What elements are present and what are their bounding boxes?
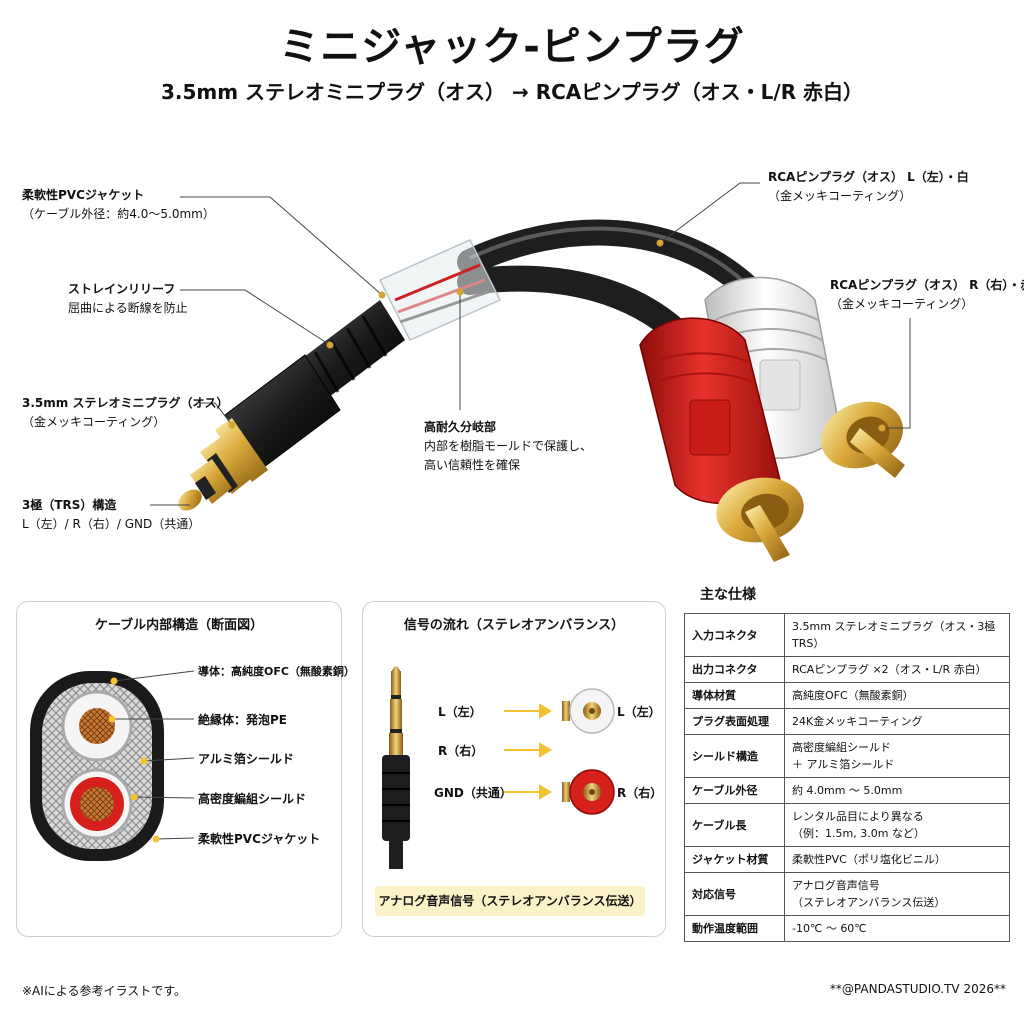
- callout-jacket: 柔軟性PVCジャケット （ケーブル外径：約4.0〜5.0mm）: [22, 188, 215, 221]
- label-foil-shield: アルミ箔シールド: [198, 752, 294, 766]
- flow-output-left: L（左）: [617, 705, 661, 719]
- spec-row: ケーブル外径約 4.0mm 〜 5.0mm: [684, 777, 1010, 804]
- spec-value: -10℃ 〜 60℃: [784, 915, 1010, 942]
- flow-output-right: R（右）: [617, 786, 663, 800]
- spec-value: 柔軟性PVC（ポリ塩化ビニル）: [784, 846, 1010, 873]
- spec-value: 3.5mm ステレオミニプラグ（オス・3極 TRS）: [784, 613, 1010, 657]
- flow-rca-white: [562, 688, 615, 734]
- spec-row: 導体材質高純度OFC（無酸素銅）: [684, 682, 1010, 709]
- spec-key: 動作温度範囲: [684, 915, 785, 942]
- spec-row: シールド構造高密度編組シールド ＋ アルミ箔シールド: [684, 734, 1010, 778]
- rca-plug-red: [639, 317, 804, 562]
- spec-key: ケーブル長: [684, 803, 785, 847]
- label-conductor: 導体：高純度OFC（無酸素銅）: [198, 665, 355, 678]
- cable-white-branch: [457, 219, 773, 313]
- cross-section-diagram: [30, 670, 195, 861]
- spec-row: ジャケット材質柔軟性PVC（ポリ塩化ビニル）: [684, 846, 1010, 873]
- signal-flow-diagram: [382, 666, 615, 869]
- spec-title: 主な仕様: [700, 587, 756, 603]
- callout-splitter: 高耐久分岐部 内部を樹脂モールドで保護し、 高い信頼性を確保: [424, 420, 593, 472]
- label-insulator: 絶縁体：発泡PE: [198, 713, 287, 727]
- mini-plug: [178, 354, 341, 511]
- spec-value: アナログ音声信号 （ステレオアンバランス伝送）: [784, 872, 1010, 916]
- spec-key: シールド構造: [684, 734, 785, 778]
- label-braid-shield: 高密度編組シールド: [198, 792, 307, 806]
- spec-key: ジャケット材質: [684, 846, 785, 873]
- cable-illustration: [150, 182, 911, 562]
- page-title: ミニジャック-ピンプラグ: [279, 24, 745, 70]
- conductor-white: [79, 708, 115, 744]
- spec-value: RCAピンプラグ ×2（オス・L/R 赤白）: [784, 656, 1010, 683]
- spec-value: 24K金メッキコーティング: [784, 708, 1010, 735]
- flow-input-right: R（右）: [438, 744, 484, 758]
- callout-rca-left: RCAピンプラグ（オス） L（左）・白 （金メッキコーティング）: [768, 170, 969, 203]
- spec-key: ケーブル外径: [684, 777, 785, 804]
- credit: **@PANDASTUDIO.TV 2026**: [829, 982, 1006, 996]
- page-subtitle: 3.5mm ステレオミニプラグ（オス） → RCAピンプラグ（オス・L/R 赤白…: [160, 80, 864, 104]
- spec-value: 高純度OFC（無酸素銅）: [784, 682, 1010, 709]
- splitter-molding: [378, 239, 502, 341]
- cross-section-title: ケーブル内部構造（断面図）: [94, 618, 264, 633]
- conductor-red: [80, 787, 114, 821]
- spec-value: 高密度編組シールド ＋ アルミ箔シールド: [784, 734, 1010, 778]
- flow-mini-plug: [382, 666, 410, 869]
- strain-relief: [300, 300, 405, 400]
- callout-trs: 3極（TRS）構造 L（左）/ R（右）/ GND（共通）: [22, 498, 201, 531]
- spec-value: レンタル品目により異なる （例：1.5m, 3.0m など）: [784, 803, 1010, 847]
- spec-key: 導体材質: [684, 682, 785, 709]
- spec-row: 対応信号アナログ音声信号 （ステレオアンバランス伝送）: [684, 872, 1010, 916]
- spec-key: 出力コネクタ: [684, 656, 785, 683]
- signal-flow-panel: 信号の流れ（ステレオアンバランス）: [362, 601, 666, 937]
- spec-key: プラグ表面処理: [684, 708, 785, 735]
- spec-row: 動作温度範囲-10℃ 〜 60℃: [684, 915, 1010, 942]
- spec-key: 対応信号: [684, 872, 785, 916]
- spec-value: 約 4.0mm 〜 5.0mm: [784, 777, 1010, 804]
- flow-banner: アナログ音声信号（ステレオアンバランス伝送）: [375, 886, 645, 916]
- callout-rca-right: RCAピンプラグ（オス） R（右）・赤 （金メッキコーティング）: [830, 278, 1024, 311]
- footnote: ※AIによる参考イラストです。: [22, 984, 187, 998]
- spec-key: 入力コネクタ: [684, 613, 785, 657]
- signal-flow-title: 信号の流れ（ステレオアンバランス）: [403, 618, 625, 633]
- flow-input-left: L（左）: [438, 705, 482, 719]
- flow-rca-red: [562, 769, 615, 815]
- callout-strain-relief: ストレインリリーフ 屈曲による断線を防止: [68, 282, 188, 315]
- spec-row: ケーブル長レンタル品目により異なる （例：1.5m, 3.0m など）: [684, 803, 1010, 847]
- flow-input-gnd: GND（共通）: [434, 786, 512, 800]
- label-pvc-jacket: 柔軟性PVCジャケット: [198, 832, 321, 846]
- callout-mini-plug: 3.5mm ステレオミニプラグ（オス） （金メッキコーティング）: [22, 396, 229, 429]
